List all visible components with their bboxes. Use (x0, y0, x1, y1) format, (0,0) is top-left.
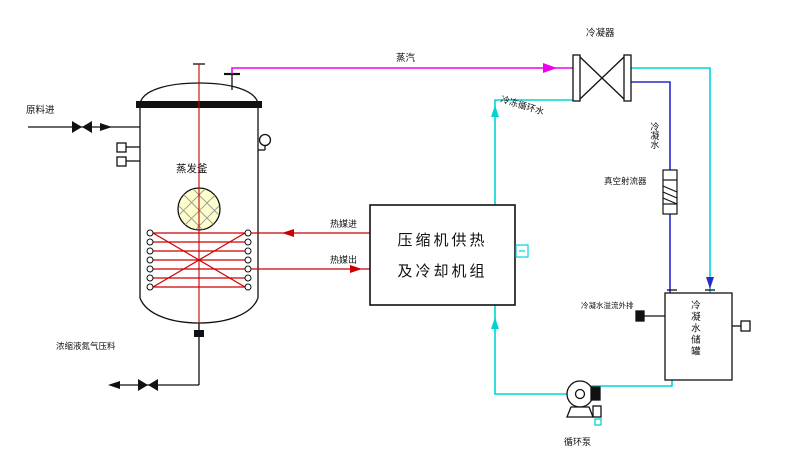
feed-in-label: 原料进 (26, 105, 55, 116)
pump-motor-icon (590, 386, 601, 401)
discharge-nozzle-icon (194, 330, 204, 337)
sight-port-icon (116, 142, 127, 153)
condensate-tank (635, 289, 751, 381)
condensate-label: 冷凝水 (648, 122, 659, 149)
flow-arrow-down-icon (706, 277, 714, 289)
heat-in-label: 热媒进 (330, 220, 358, 230)
unit-label-line2: 及冷却机组 (397, 262, 488, 280)
heating-coil (152, 232, 370, 288)
unit-label-line1: 压缩机供热 (397, 231, 488, 249)
heat-out-arrow-icon (350, 265, 362, 273)
heat-out-label: 热媒出 (330, 256, 358, 266)
heat-in-arrow-icon (282, 229, 294, 237)
discharge-line (120, 323, 200, 386)
chilled-water-line (494, 67, 711, 395)
instrument-icon (515, 244, 529, 258)
pump-label: 循环泵 (564, 438, 592, 448)
coil-end-circles (146, 229, 252, 291)
flow-arrow-up-icon (491, 105, 499, 117)
overflow-fitting-icon (635, 310, 645, 322)
steam-arrow-icon (543, 63, 557, 73)
circulation-pump (566, 380, 602, 426)
vessel-label: 蒸发釜 (176, 163, 208, 175)
level-fitting-icon (740, 320, 751, 332)
compressor-unit-label: 压缩机供热 及冷却机组 (370, 205, 515, 305)
steam-label: 蒸汽 (396, 53, 416, 64)
tank-label: 冷凝水储罐 (688, 300, 700, 358)
vacuum-ejector (662, 169, 678, 215)
pump-base (566, 406, 594, 418)
discharge-arrow-icon (108, 381, 120, 389)
vacuum-ejector-label: 真空射流器 (604, 177, 647, 187)
feed-arrow-icon (100, 123, 112, 131)
condensate-line (631, 81, 671, 293)
overflow-label: 冷凝水溢流外排 (581, 301, 634, 310)
condenser-label: 冷凝器 (586, 28, 615, 39)
sight-port-icon (116, 156, 127, 167)
discharge-valve-icon (138, 379, 158, 391)
condenser (572, 54, 632, 102)
pressure-gauge-icon (258, 133, 272, 151)
chilled-flow-arrows (491, 105, 714, 329)
feed-valve-icon (72, 121, 92, 133)
steam-line (231, 67, 573, 74)
pump-drain-icon (594, 418, 602, 426)
flow-arrow-up-icon (491, 317, 499, 329)
vessel-outline (116, 63, 272, 324)
compressor-unit-box (369, 204, 516, 306)
concentrate-out-label: 浓缩液氮气压料 (56, 342, 116, 352)
